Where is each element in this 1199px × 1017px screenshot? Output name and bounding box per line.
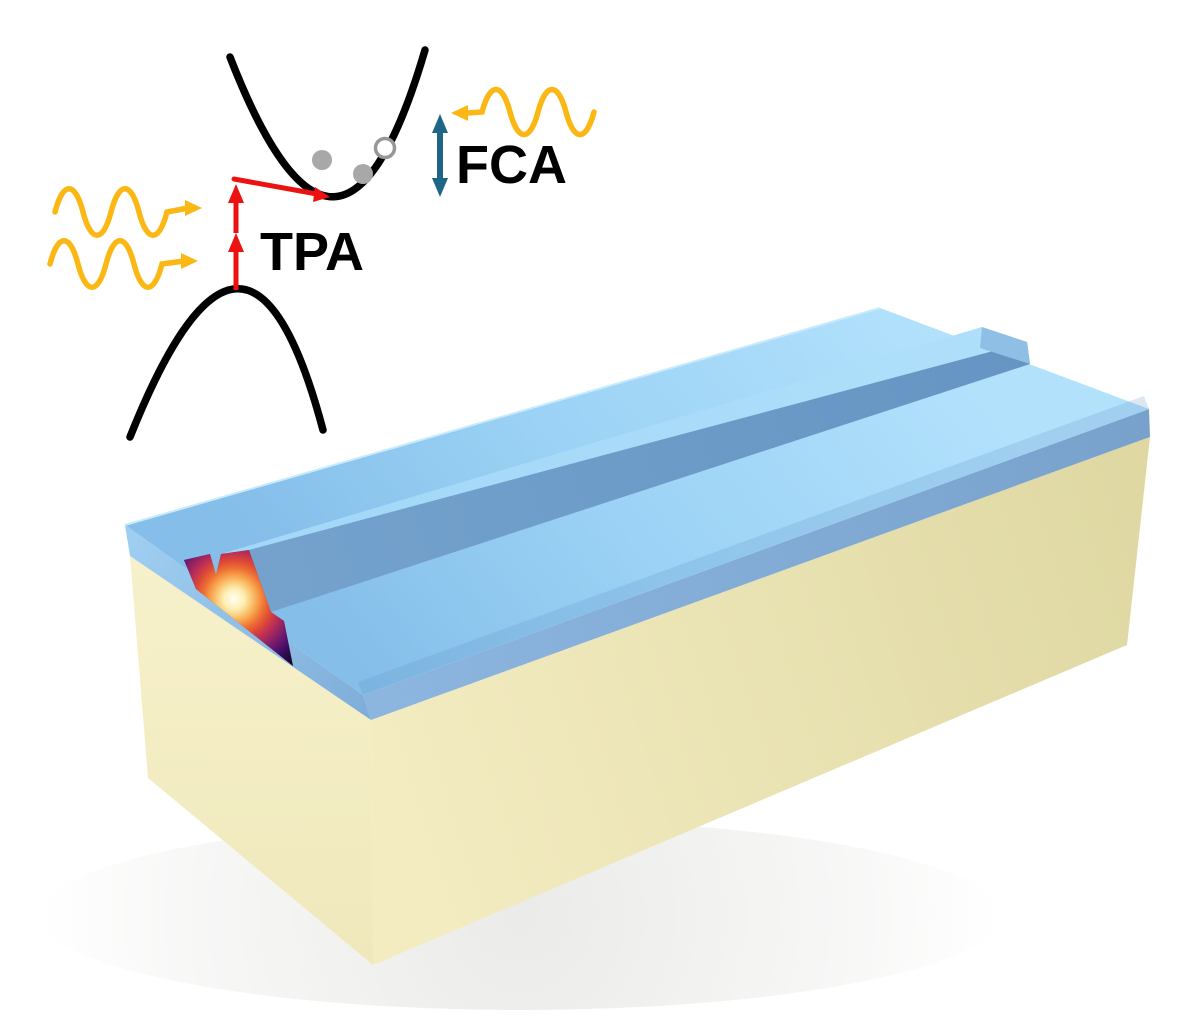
- tpa-photon-arrow-2-head: [228, 184, 244, 203]
- fca-arrow: [432, 114, 448, 197]
- photon-wave-icon-right: [451, 87, 597, 137]
- tpa-relaxation-arrow-head: [313, 187, 330, 202]
- rib-end-face: [980, 327, 1030, 364]
- hole-circle: [373, 136, 397, 160]
- top-face-back-highlight: [124, 307, 881, 526]
- photon-wave-icon-left-2: [47, 238, 198, 290]
- rib-top-face: [221, 327, 1027, 554]
- photon-wave-path: [47, 238, 187, 290]
- band-diagram: TPA FCA: [47, 46, 597, 441]
- photon-arrowhead: [181, 253, 198, 269]
- rib-side-face: [249, 342, 1030, 612]
- electron-dot: [353, 164, 373, 184]
- substrate-left-face: [130, 556, 373, 965]
- photon-wave-path: [52, 186, 191, 238]
- silicon-slab-front-edge: [363, 409, 1150, 720]
- photon-wave-path: [464, 87, 597, 137]
- fca-label: FCA: [456, 135, 567, 195]
- fca-arrow-head-up: [432, 114, 448, 133]
- electron-dot: [312, 150, 332, 170]
- tpa-arrows: [228, 176, 330, 290]
- tpa-relaxation-arrow-shaft: [231, 176, 320, 197]
- valence-band-curve: [126, 285, 327, 441]
- top-face-front-shading: [358, 396, 1149, 695]
- tpa-label: TPA: [260, 222, 364, 282]
- substrate-front-face: [371, 437, 1150, 965]
- waveguide-3d: [40, 307, 1150, 1010]
- photon-arrowhead: [185, 200, 202, 216]
- photon-arrowhead: [451, 105, 468, 121]
- fca-arrow-head-down: [432, 178, 448, 197]
- tpa-photon-arrow-1-head: [228, 233, 244, 252]
- photon-wave-icon-left-1: [52, 186, 202, 238]
- conduction-band-curve: [226, 46, 429, 201]
